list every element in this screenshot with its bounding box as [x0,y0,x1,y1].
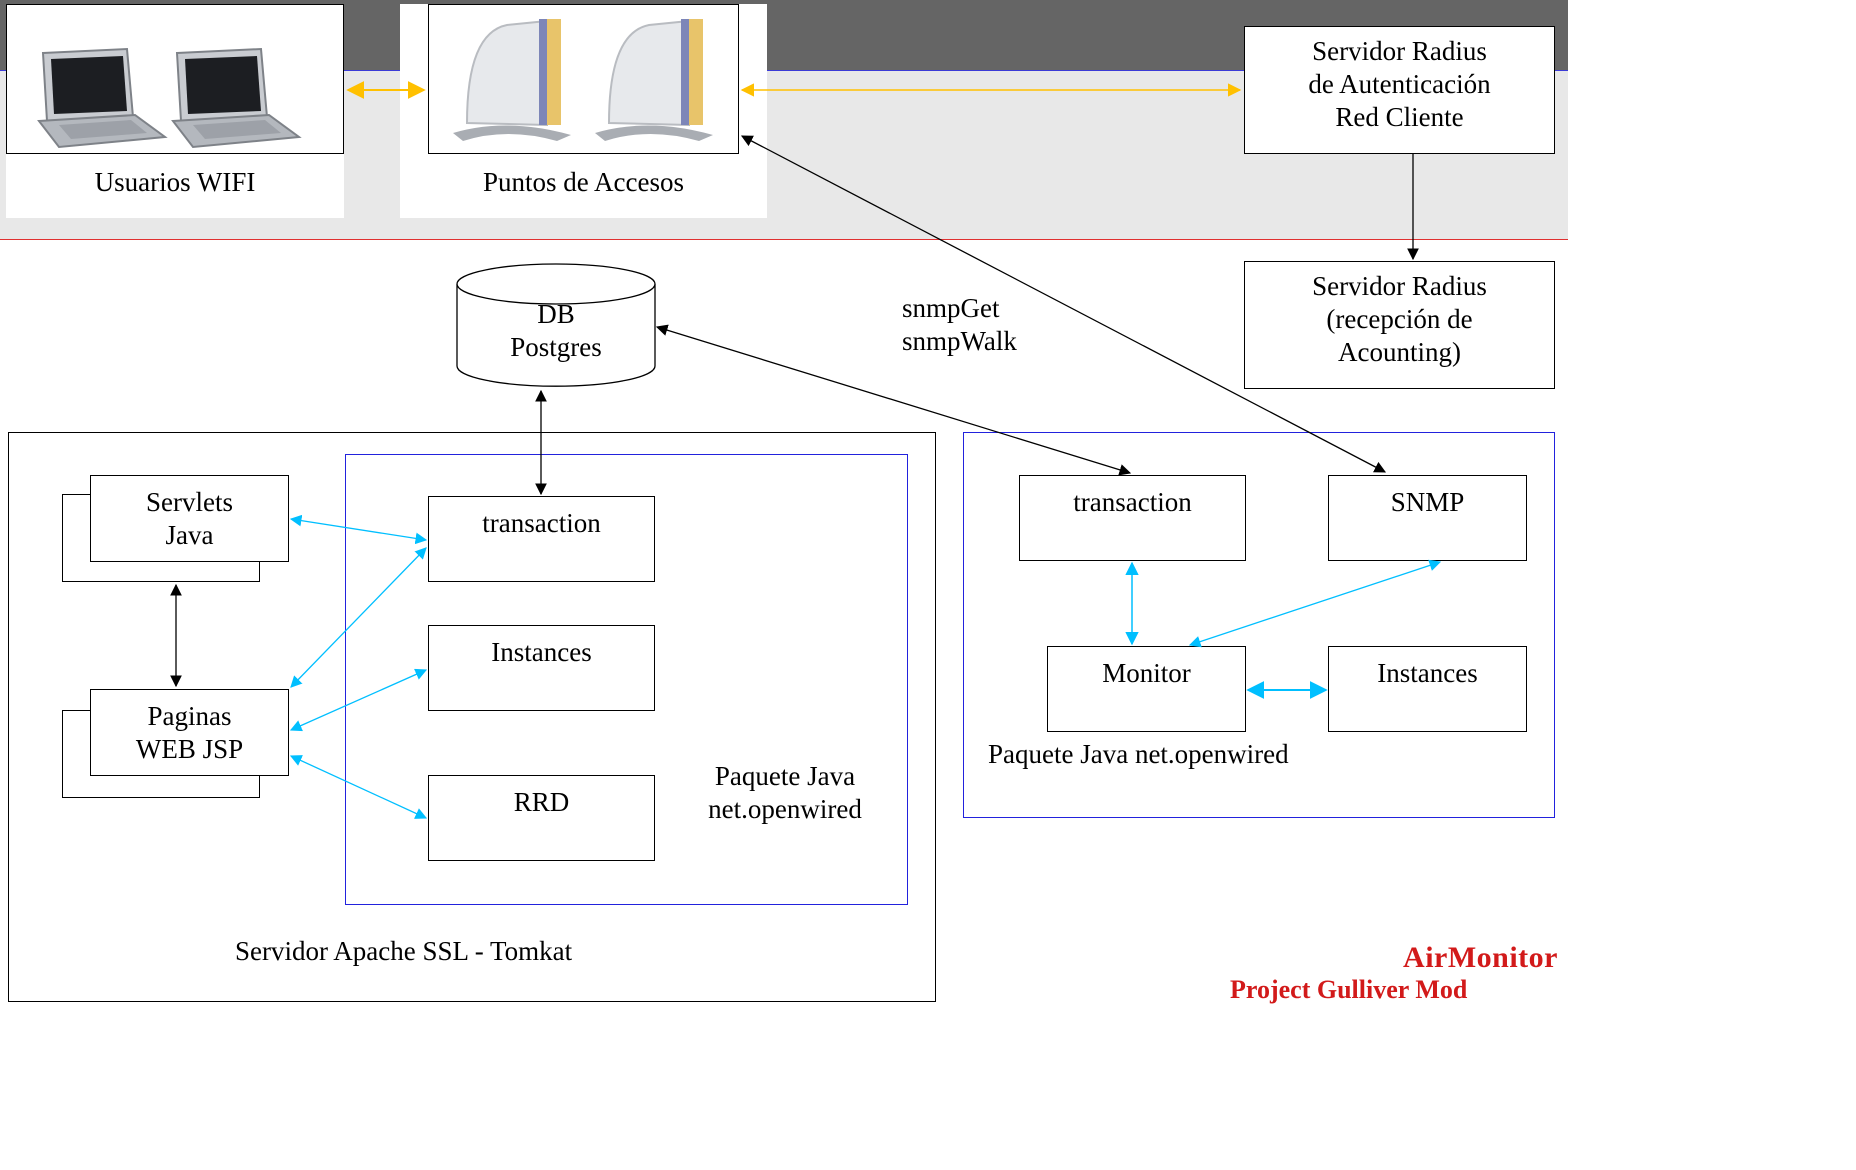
web-transaction-box: transaction [428,496,655,582]
database-label: DB Postgres [510,299,602,362]
radius-auth-label: Servidor Radius de Autenticación Red Cli… [1308,36,1491,132]
wifi-users-panel: Usuarios WIFI [6,4,344,218]
access-point-icons [453,19,713,141]
link-db-to-monitor-transaction [655,324,1132,476]
access-points-image-frame [428,4,739,154]
monitor-transaction-label: transaction [1073,487,1192,517]
laptop-icon [37,47,168,149]
access-point-icon [595,19,713,141]
laptops-image-frame [6,4,344,154]
connections-layer [170,81,1442,819]
brand-title: AirMonitor [1403,941,1558,974]
jsp-pages-label: Paginas WEB JSP [135,701,244,764]
link-servlets-to-transaction [289,514,428,545]
web-instances-label: Instances [491,637,592,667]
link-jsp-to-transaction [290,547,427,688]
postgres-database: DB Postgres [455,262,657,388]
monitor-transaction-box: transaction [1019,475,1246,561]
web-package-label: Paquete Java net.openwired [708,761,862,824]
web-instances-box: Instances [428,625,655,711]
servlets-java-box: Servlets Java [90,475,289,562]
monitor-instances-box: Instances [1328,646,1527,732]
link-snmp-to-access-points [740,135,1387,473]
monitor-instances-label: Instances [1377,658,1478,688]
link-jsp-to-instances [289,668,428,732]
laptop-icon [171,47,302,149]
access-point-icon [453,19,571,141]
wifi-users-label: Usuarios WIFI [94,167,256,197]
access-points-panel: Puntos de Accesos [400,4,767,218]
access-points-label: Puntos de Accesos [483,167,684,197]
laptop-icons [37,47,302,149]
monitor-label: Monitor [1102,658,1191,688]
radius-auth-server: Servidor Radius de Autenticación Red Cli… [1244,26,1555,154]
web-transaction-label: transaction [482,508,601,538]
database-icon [456,263,656,387]
monitor-package-label: Paquete Java net.openwired [988,739,1289,769]
servlets-java-label: Servlets Java [146,487,233,550]
snmp-box: SNMP [1328,475,1527,561]
apache-server-label: Servidor Apache SSL - Tomkat [235,936,573,966]
jsp-pages-box: Paginas WEB JSP [90,689,289,776]
snmp-label: SNMP [1390,487,1465,517]
link-jsp-to-rrd [289,755,428,819]
brand-subtitle: Project Gulliver Mod [1230,975,1468,1004]
rrd-box: RRD [428,775,655,861]
link-snmp-to-monitor [1188,559,1442,648]
monitor-box: Monitor [1047,646,1246,732]
apache-tomcat-server [8,432,936,1002]
rrd-label: RRD [513,787,570,817]
